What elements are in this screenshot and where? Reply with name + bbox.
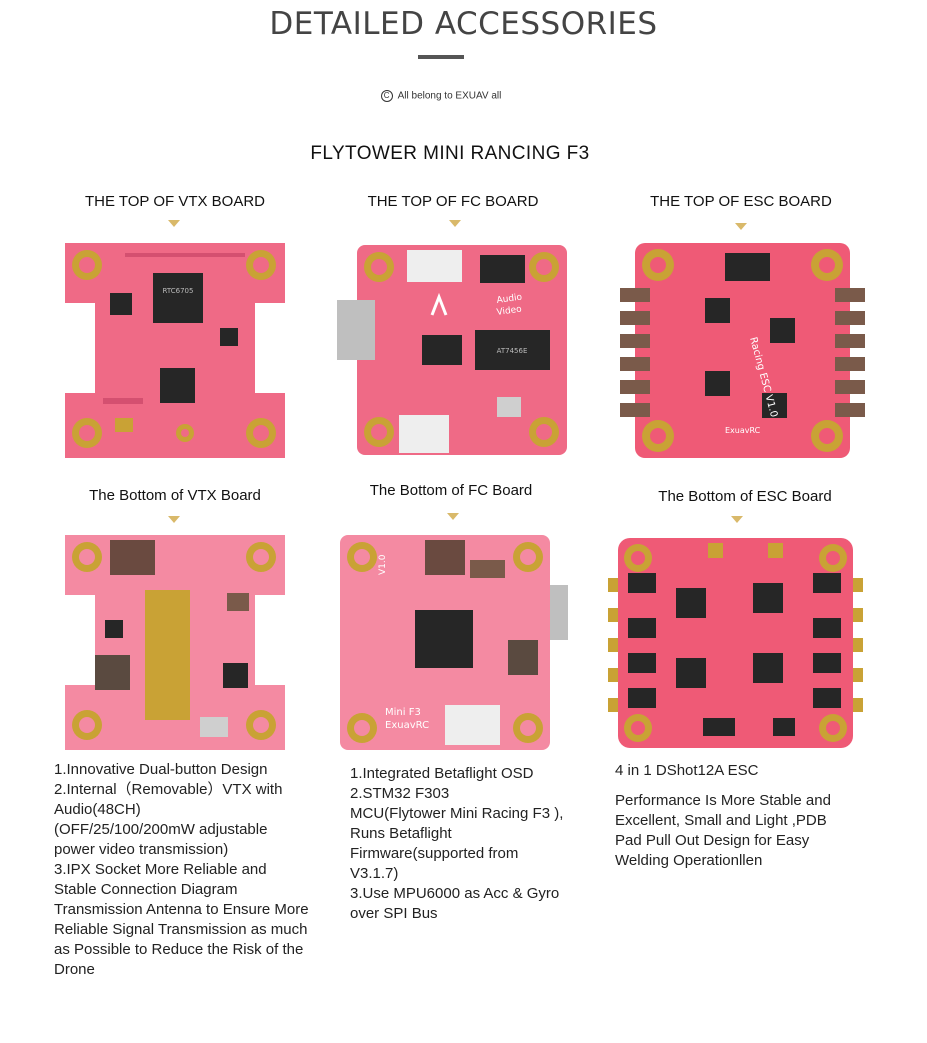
fc-description: 1.Integrated Betaflight OSD 2.STM32 F303… — [350, 765, 564, 922]
page-title: DETAILED ACCESSORIES — [269, 6, 658, 42]
copyright-text: All belong to EXUAV all — [397, 90, 502, 102]
fc-board-top-image: AT7456E Audio Video — [337, 245, 567, 455]
fc-video-label: Video — [496, 304, 523, 317]
esc-board-top-image: Racing ESC V1.0 ExuavRC — [620, 243, 865, 458]
label-top-fc: THE TOP OF FC BOARD — [367, 193, 539, 210]
copyright-notice: C All belong to EXUAV all — [0, 90, 882, 102]
esc-board-bottom-image — [608, 538, 863, 748]
arrow-down-icon — [735, 223, 747, 230]
vtx-description: 1.Innovative Dual-button Design 2.Intern… — [54, 761, 309, 978]
arrow-down-icon — [168, 516, 180, 523]
fc-bottom-version-label: V1.0 — [378, 554, 388, 575]
vtx-chip-label: RTC6705 — [163, 287, 194, 295]
fc-bottom-brand-label: ExuavRC — [385, 720, 429, 731]
product-subtitle: FLYTOWER MINI RANCING F3 — [310, 143, 590, 164]
label-bottom-vtx: The Bottom of VTX Board — [89, 487, 261, 504]
esc-brand-label: ExuavRC — [725, 426, 761, 435]
fc-board-bottom-image: Mini F3 ExuavRC V1.0 — [340, 535, 568, 750]
esc-description-heading: 4 in 1 DShot12A ESC — [615, 762, 759, 779]
label-bottom-fc: The Bottom of FC Board — [369, 482, 533, 499]
label-bottom-esc: The Bottom of ESC Board — [658, 488, 832, 505]
arrow-down-icon — [449, 220, 461, 227]
title-underline — [418, 55, 464, 59]
fc-bottom-title-label: Mini F3 — [385, 707, 421, 718]
arrow-down-icon — [168, 220, 180, 227]
esc-description: Performance Is More Stable and Excellent… — [615, 792, 831, 869]
vtx-board-bottom-image — [65, 535, 285, 750]
arrow-down-icon — [447, 513, 459, 520]
fc-audio-label: Audio — [496, 292, 523, 306]
label-top-esc: THE TOP OF ESC BOARD — [650, 193, 832, 210]
vtx-board-top-image: RTC6705 — [65, 243, 285, 458]
label-top-vtx: THE TOP OF VTX BOARD — [84, 193, 266, 210]
fc-chip-label: AT7456E — [497, 347, 528, 355]
copyright-icon: C — [380, 90, 393, 102]
arrow-down-icon — [731, 516, 743, 523]
